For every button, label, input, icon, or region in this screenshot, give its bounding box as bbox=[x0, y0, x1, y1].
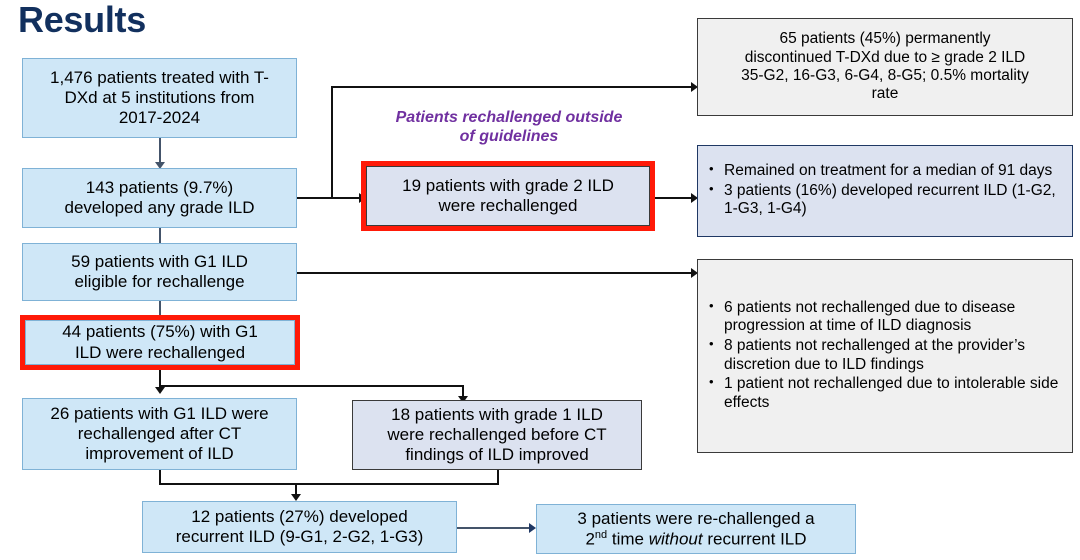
not-rechallenged-list: 6 patients not rechallenged due to disea… bbox=[698, 298, 1072, 414]
list-item: 1 patient not rechallenged due to intole… bbox=[709, 374, 1066, 412]
connector-merge-horizontal bbox=[159, 483, 499, 485]
emphasis-without: without bbox=[648, 529, 703, 549]
list-item: 3 patients (16%) developed recurrent ILD… bbox=[709, 181, 1066, 219]
arrow-to-26-box bbox=[155, 387, 165, 394]
node-grade2-outcomes[interactable]: Remained on treatment for a median of 91… bbox=[697, 145, 1073, 237]
connector-anygrade-to-eligible bbox=[159, 227, 161, 253]
connector-grade2-to-outcomes bbox=[654, 197, 696, 199]
connector-26-down bbox=[159, 470, 161, 484]
grade2-outcomes-list: Remained on treatment for a median of 91… bbox=[698, 161, 1072, 220]
connector-12-to-second-rechallenge bbox=[457, 527, 533, 529]
node-any-grade-ild[interactable]: 143 patients (9.7%)developed any grade I… bbox=[22, 168, 297, 228]
arrow-to-notrechallenged-box bbox=[691, 268, 698, 278]
node-cohort-text: 1,476 patients treated with T-DXd at 5 i… bbox=[50, 67, 269, 128]
connector-anygrade-right-stub bbox=[297, 197, 333, 199]
connector-cohort-to-anygrade bbox=[159, 137, 161, 163]
arrow-to-18-box bbox=[458, 396, 468, 403]
connector-44-down-stub bbox=[159, 369, 161, 387]
connector-eligible-to-rechallenged bbox=[159, 301, 161, 321]
connector-trunk-to-discontinued bbox=[331, 86, 695, 88]
node-cohort[interactable]: 1,476 patients treated with T-DXd at 5 i… bbox=[22, 58, 297, 138]
node-not-rechallenged[interactable]: 6 patients not rechallenged due to disea… bbox=[697, 259, 1073, 453]
node-any-grade-ild-text: 143 patients (9.7%)developed any grade I… bbox=[64, 177, 255, 217]
connector-44-to-18-vertical bbox=[462, 385, 464, 399]
page-title: Results bbox=[18, 0, 146, 40]
arrow-cohort-to-anygrade bbox=[155, 162, 165, 169]
arrow-to-second-rechallenge bbox=[529, 523, 536, 533]
list-item: Remained on treatment for a median of 91… bbox=[709, 161, 1066, 181]
arrow-to-12-box bbox=[291, 494, 301, 501]
arrow-to-grade2-outcomes bbox=[691, 193, 698, 203]
connector-merge-to-12 bbox=[295, 483, 297, 497]
connector-eligible-to-notrechallenged bbox=[297, 272, 695, 274]
connector-right-trunk-vertical bbox=[331, 86, 333, 199]
connector-18-down bbox=[497, 470, 499, 484]
connector-44-split-horizontal bbox=[159, 385, 464, 387]
ordinal-suffix: nd bbox=[594, 528, 608, 541]
connector-trunk-to-grade2-box bbox=[331, 197, 363, 199]
arrow-to-discontinued-box bbox=[691, 82, 698, 92]
list-item: 8 patients not rechallenged at the provi… bbox=[709, 336, 1066, 374]
list-item: 6 patients not rechallenged due to disea… bbox=[709, 298, 1066, 336]
